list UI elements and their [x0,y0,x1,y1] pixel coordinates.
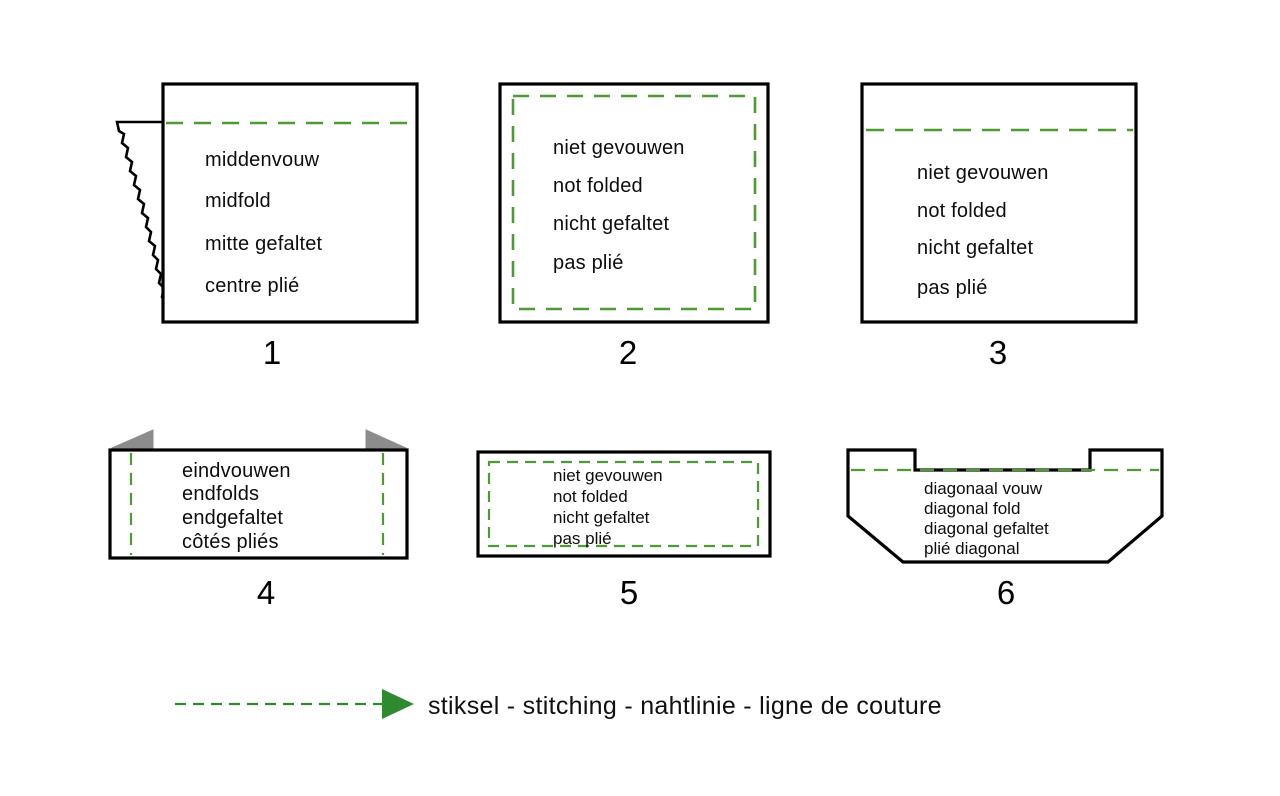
figure-1-label-nl: middenvouw [205,149,320,171]
figure-6-label-nl: diagonaal vouw [924,479,1043,498]
figure-2: niet gevouwen not folded nicht gefaltet … [498,82,770,371]
figure-6-label-en: diagonal fold [924,499,1020,518]
figure-3-label-de: nicht gefaltet [917,237,1033,259]
figure-1-label-en: midfold [205,190,271,212]
figure-3-label-en: not folded [917,200,1007,222]
figure-5-label-fr: pas plié [553,529,612,548]
figure-4-label-nl: eindvouwen [182,460,291,482]
figure-2-label-en: not folded [553,175,643,197]
figure-2-label-nl: niet gevouwen [553,137,685,159]
figure-3: niet gevouwen not folded nicht gefaltet … [860,82,1138,371]
figure-1-label-fr: centre plié [205,275,299,297]
figure-4-label-fr: côtés pliés [182,531,279,553]
figure-2-number: 2 [619,334,637,371]
figure-4-label-en: endfolds [182,483,259,505]
legend: stiksel - stitching - nahtlinie - ligne … [175,689,942,720]
figure-3-number: 3 [989,334,1007,371]
figure-2-label-fr: pas plié [553,252,624,274]
figure-6-number: 6 [997,574,1015,611]
figure-6: diagonaal vouw diagonal fold diagonal ge… [846,448,1164,611]
legend-label: stiksel - stitching - nahtlinie - ligne … [428,692,942,720]
figure-5-stitch-rect [487,460,760,548]
figure-3-label-fr: pas plié [917,277,988,299]
figure-5-label-nl: niet gevouwen [553,466,663,485]
figure-3-label-nl: niet gevouwen [917,162,1049,184]
figure-3-body [860,82,1138,324]
figure-6-label-fr: plié diagonal [924,539,1019,558]
figure-4: eindvouwen endfolds endgefaltet côtés pl… [108,429,409,611]
figure-4-tab-right [365,429,407,451]
figure-2-label-de: nicht gefaltet [553,213,669,235]
figure-4-number: 4 [257,574,275,611]
figure-2-stitch-rect [511,94,757,311]
figure-1-number: 1 [263,334,281,371]
figure-4-tab-left [111,429,154,451]
figure-6-body [846,448,1164,564]
figure-5-body [476,450,772,558]
figure-5-label-en: not folded [553,487,628,506]
figure-2-body [498,82,770,324]
figure-6-label-de: diagonal gefaltet [924,519,1049,538]
figure-4-body [108,448,409,560]
figure-5-label-de: nicht gefaltet [553,508,650,527]
figure-5-number: 5 [620,574,638,611]
figure-5: niet gevouwen not folded nicht gefaltet … [476,450,772,611]
figure-1-label-de: mitte gefaltet [205,233,323,255]
figure-1: middenvouw midfold mitte gefaltet centre… [115,82,419,371]
legend-arrowhead-icon [382,689,414,719]
figure-4-label-de: endgefaltet [182,507,283,529]
